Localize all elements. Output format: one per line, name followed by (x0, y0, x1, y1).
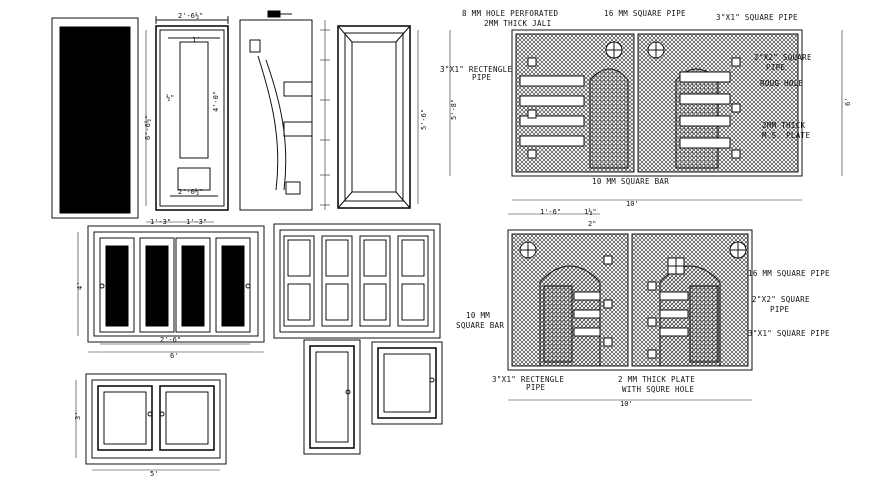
label-sq-pipe-2x2-bottom-a: 2"X2" SQUARE (752, 295, 810, 304)
gate-sub3-dim: 2" (588, 220, 596, 228)
label-rect-pipe-bottom-b: PIPE (526, 383, 545, 392)
panel-mid-dim: ½" (166, 94, 174, 102)
label-rect-pipe-top2: PIPE (472, 73, 491, 82)
panel-door: 2'-6½" 1' 2'-0½" ½" 6'-6½" 4'-0" (144, 12, 229, 211)
label-roug-hole: ROUG HOLE (760, 79, 804, 88)
door-height-dim: 6'-6½" (144, 115, 152, 140)
label-rect-pipe-top: 3"X1" RECTENGLE (440, 65, 512, 74)
raised-panel-door: 5'-6" (337, 25, 428, 209)
win-small-width-dim: 5' (150, 470, 158, 478)
label-sq-pipe-3x1-top: 3"X1" SQUARE PIPE (716, 13, 798, 22)
small-window-square (371, 341, 443, 425)
door-width-dim: 2'-6½" (178, 12, 203, 20)
label-ms-plate-b: M.S. PLATE (762, 131, 810, 140)
label-sq-pipe-right-a: 2"X2" SQUARE (754, 53, 812, 62)
gate-top: 10' 6' 5'-8" (449, 29, 852, 208)
window-width-dim: 6' (170, 352, 178, 360)
label-sq-pipe-16-bottom: 16 MM SQUARE PIPE (748, 269, 830, 278)
gate-bottom: 10' 1'-6" 1½" 2" (507, 208, 753, 408)
label-plate-bottom-a: 2 MM THICK PLATE (618, 375, 695, 384)
panel-top-dim: 1' (192, 36, 200, 44)
label-jali: 2MM THICK JALI (484, 19, 551, 28)
label-sq-bar-10-top: 10 MM SQUARE BAR (592, 177, 669, 186)
label-ms-plate-a: 2MM THICK (762, 121, 806, 130)
solid-door (51, 17, 139, 219)
label-sq-bar-10-left-a: 10 MM (466, 311, 490, 320)
label-sq-bar-10-left-b: SQUARE BAR (456, 321, 504, 330)
win-small-height-dim: 3' (74, 412, 82, 420)
panel-small-width-dim: 2'-0½" (178, 188, 203, 196)
gate-height-right-dim: 6' (844, 98, 852, 106)
label-sq-pipe-3x1-bottom: 3"X1" SQUARE PIPE (748, 329, 830, 338)
gate-sub2-dim: 1½" (584, 208, 597, 216)
label-rect-pipe-bottom-a: 3"X1" RECTENGLE (492, 375, 564, 384)
leaf1-dim: 1'-3" (150, 218, 171, 226)
label-sq-pipe-right-b: PIPE (766, 63, 785, 72)
label-sq-pipe-2x2-bottom-b: PIPE (770, 305, 789, 314)
window-four-leaf-panels (273, 223, 441, 339)
label-sq-pipe-16-top: 16 MM SQUARE PIPE (604, 9, 686, 18)
label-hole-perforated: 8 MM HOLE PERFORATED (462, 9, 558, 18)
side-elevation (239, 10, 330, 211)
window-two-leaf: 3' 5' (74, 373, 227, 478)
window-four-leaf-dark: 4' 2'-6" 6' (76, 225, 265, 360)
window-inner-dim: 2'-6" (160, 336, 181, 344)
gate-sub-dim: 1'-6" (540, 208, 561, 216)
small-door-tall (303, 339, 361, 455)
window-height-dim: 4' (76, 282, 84, 290)
gate-width-bottom-dim: 10' (620, 400, 633, 408)
panel-height-dim: 4'-0" (212, 91, 220, 112)
side-height-dim: 5'-6" (420, 109, 428, 130)
label-plate-bottom-b: WITH SQURE HOLE (622, 385, 694, 394)
leaf2-dim: 1'-3" (186, 218, 207, 226)
gate-height-left-dim: 5'-8" (450, 99, 458, 120)
gate-width-top-dim: 10' (626, 200, 639, 208)
